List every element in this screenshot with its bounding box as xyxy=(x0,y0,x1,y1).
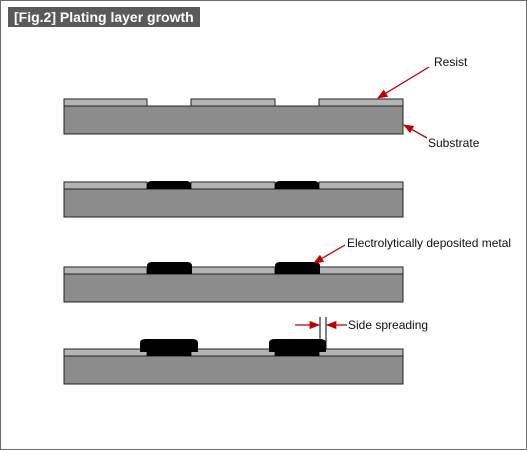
metal-3b xyxy=(275,262,320,274)
substrate-1 xyxy=(63,105,404,135)
resist-2b xyxy=(190,181,276,190)
substrate-2 xyxy=(63,188,404,218)
metal-3a xyxy=(147,262,192,274)
step-3-deposited-metal xyxy=(63,262,404,303)
resist-3c xyxy=(318,266,404,275)
step-1-resist-pattern xyxy=(63,98,404,135)
figure-title: [Fig.2] Plating layer growth xyxy=(8,7,200,27)
substrate-4 xyxy=(63,355,404,385)
substrate-label: Substrate xyxy=(428,136,480,150)
substrate-arrow xyxy=(403,124,428,139)
metal-4b xyxy=(269,339,326,356)
resist-4b xyxy=(190,348,276,357)
resist-3a xyxy=(63,266,148,275)
resist-1b xyxy=(190,98,276,107)
side-spreading-label: Side spreading xyxy=(348,318,428,332)
deposited-metal-label: Electrolytically deposited metal xyxy=(347,236,511,250)
resist-4a xyxy=(63,348,148,357)
resist-arrow xyxy=(377,66,430,99)
resist-1a xyxy=(63,98,148,107)
resist-label: Resist xyxy=(434,55,468,69)
metal-2b xyxy=(275,181,319,189)
substrate-3 xyxy=(63,273,404,303)
step-2-initial-plating xyxy=(63,181,404,218)
resist-2c xyxy=(318,181,404,190)
resist-3b xyxy=(190,266,276,275)
deposited-metal-arrow xyxy=(313,244,346,264)
resist-1c xyxy=(318,98,404,107)
resist-2a xyxy=(63,181,148,190)
metal-4a xyxy=(140,339,198,356)
metal-2a xyxy=(147,181,191,189)
step-4-side-spreading xyxy=(63,339,404,385)
resist-4c xyxy=(318,348,404,357)
